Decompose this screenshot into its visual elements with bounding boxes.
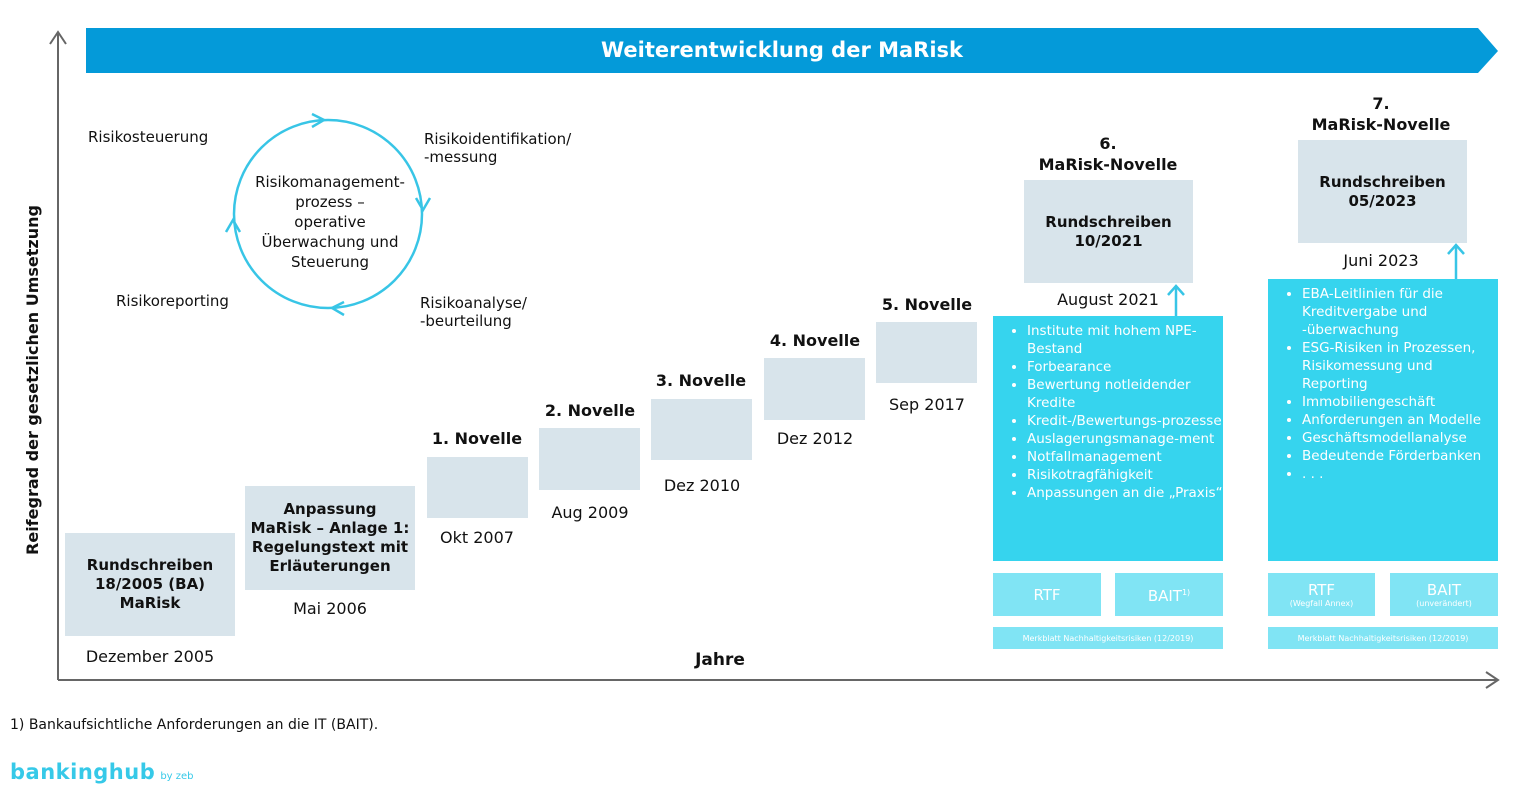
novelle-3-heading: 3. Novelle	[655, 371, 747, 390]
novelle-7-list: EBA-Leitlinien für die Kreditvergabe und…	[1268, 279, 1498, 561]
novelle6-bullet: Risikotragfähigkeit	[1027, 466, 1223, 484]
novelle7-bullet: Immobiliengeschäft	[1302, 393, 1498, 411]
novelle7-bullet: Anforderungen an Modelle	[1302, 411, 1498, 429]
novelle7-bullet: EBA-Leitlinien für die Kreditvergabe und…	[1302, 285, 1498, 339]
brand-sub: by zeb	[160, 771, 194, 782]
novelle-2-box	[539, 428, 640, 490]
step-box-2005-text: Rundschreiben 18/2005 (BA) MaRisk	[86, 556, 214, 612]
step-box-2006: Anpassung MaRisk – Anlage 1: Regelungste…	[245, 486, 415, 590]
cycle-center: Risikomanagement- prozess – operative Üb…	[255, 173, 405, 271]
novelle6-bullet: Forbearance	[1027, 358, 1223, 376]
cycle-step-analyse: Risikoanalyse/ -beurteilung	[420, 294, 527, 330]
novelle-6-bullets: Institute mit hohem NPE-BestandForbearan…	[993, 322, 1223, 502]
step-box-2006-text: Anpassung MaRisk – Anlage 1: Regelungste…	[250, 500, 410, 575]
novelle-7-date: Juni 2023	[1343, 251, 1419, 270]
brand-main: bankinghub	[10, 760, 156, 784]
novelle-6-heading: 6. MaRisk-Novelle	[1038, 134, 1178, 174]
novelle-3-box	[651, 399, 752, 460]
novelle-1-date: Okt 2007	[440, 528, 514, 547]
novelle-7-bait-label: BAIT	[1426, 580, 1462, 599]
novelle-6-bait-label: BAIT1)	[1148, 584, 1190, 605]
novelle6-bullet: Anpassungen an die „Praxis“	[1027, 484, 1223, 502]
novelle-7-rtf-label: RTF	[1307, 580, 1336, 599]
novelle-7-bait: BAIT (unverändert)	[1390, 573, 1498, 616]
novelle-6-bait-sup: 1)	[1181, 588, 1191, 597]
novelle-6-up-arrow	[1167, 284, 1185, 321]
novelle-1-heading: 1. Novelle	[431, 429, 523, 448]
novelle-7-bullets: EBA-Leitlinien für die Kreditvergabe und…	[1268, 285, 1498, 483]
novelle-6-rtf: RTF	[993, 573, 1101, 616]
step-date-2006: Mai 2006	[293, 599, 367, 618]
banner-arrow	[86, 28, 1498, 73]
banner-title: Weiterentwicklung der MaRisk	[600, 38, 964, 62]
novelle7-bullet: Bedeutende Förderbanken	[1302, 447, 1498, 465]
novelle-7-rtf: RTF (Wegfall Annex)	[1268, 573, 1375, 616]
novelle-6-strip: Merkblatt Nachhaltigkeitsrisiken (12/201…	[993, 627, 1223, 649]
novelle-6-list: Institute mit hohem NPE-BestandForbearan…	[993, 316, 1223, 561]
novelle-4-heading: 4. Novelle	[769, 331, 861, 350]
novelle-3-date: Dez 2010	[663, 476, 741, 495]
novelle-7-up-arrow	[1447, 243, 1465, 280]
novelle-7-box: Rundschreiben 05/2023	[1298, 140, 1467, 243]
novelle-6-date: August 2021	[1057, 290, 1159, 309]
novelle7-bullet: . . .	[1302, 465, 1498, 483]
novelle-6-box-text: Rundschreiben 10/2021	[1045, 212, 1172, 250]
y-axis-label: Reifegrad der gesetzlichen Umsetzung	[23, 205, 42, 555]
novelle6-bullet: Institute mit hohem NPE-Bestand	[1027, 322, 1223, 358]
novelle-2-heading: 2. Novelle	[544, 401, 636, 420]
novelle-4-date: Dez 2012	[776, 429, 854, 448]
novelle-7-box-text: Rundschreiben 05/2023	[1319, 172, 1446, 210]
novelle6-bullet: Auslagerungsmanage-ment	[1027, 430, 1223, 448]
novelle-4-box	[764, 358, 865, 420]
novelle6-bullet: Bewertung notleidender Kredite	[1027, 376, 1223, 412]
step-box-2005: Rundschreiben 18/2005 (BA) MaRisk	[65, 533, 235, 636]
novelle-1-box	[427, 457, 528, 518]
novelle7-bullet: ESG-Risiken in Prozessen, Risikomessung …	[1302, 339, 1498, 393]
novelle-2-date: Aug 2009	[551, 503, 629, 522]
cycle-step-steuerung: Risikosteuerung	[88, 128, 209, 146]
step-date-2005: Dezember 2005	[85, 647, 215, 666]
novelle7-bullet: Geschäftsmodellanalyse	[1302, 429, 1498, 447]
novelle-7-strip: Merkblatt Nachhaltigkeitsrisiken (12/201…	[1268, 627, 1498, 649]
novelle-6-bait: BAIT1)	[1115, 573, 1223, 616]
novelle6-bullet: Kredit-/Bewertungs-prozesse	[1027, 412, 1223, 430]
novelle-5-heading: 5. Novelle	[881, 295, 973, 314]
novelle-7-rtf-note: (Wegfall Annex)	[1289, 598, 1354, 608]
brand-logo: bankinghub by zeb	[10, 760, 194, 784]
novelle-6-rtf-label: RTF	[1033, 585, 1061, 604]
novelle-6-bait-text: BAIT	[1147, 587, 1182, 605]
novelle-5-box	[876, 322, 977, 383]
novelle-6-box: Rundschreiben 10/2021	[1024, 180, 1193, 283]
cycle-ring	[224, 112, 432, 317]
footnote: 1) Bankaufsichtliche Anforderungen an di…	[10, 717, 379, 733]
cycle-step-identifikation: Risikoidentifikation/ -messung	[424, 130, 572, 166]
cycle-step-reporting: Risikoreporting	[116, 292, 229, 310]
x-axis-label: Jahre	[695, 650, 745, 670]
novelle-7-bait-note: (unverändert)	[1416, 598, 1472, 608]
novelle6-bullet: Notfallmanagement	[1027, 448, 1223, 466]
novelle-5-date: Sep 2017	[889, 395, 965, 414]
novelle-7-heading: 7. MaRisk-Novelle	[1311, 94, 1451, 134]
